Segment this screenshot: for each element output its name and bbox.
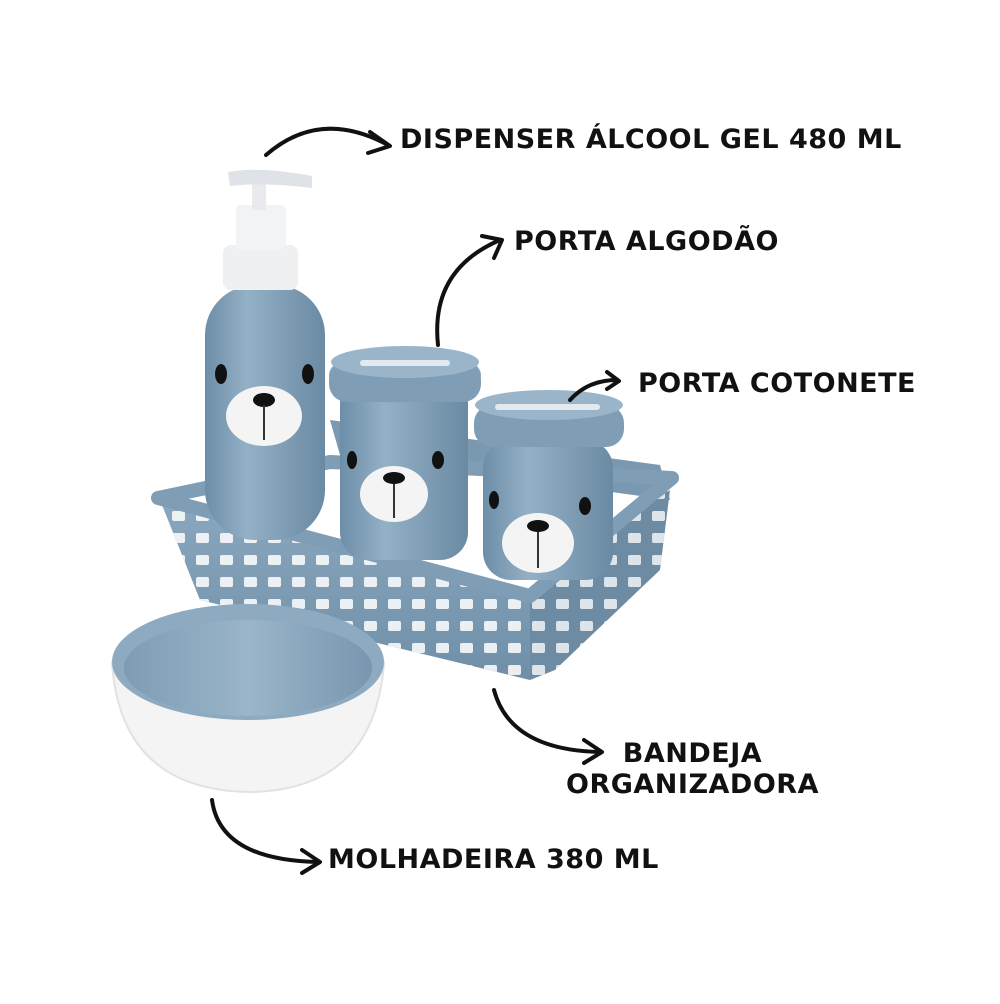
bear-face-icon: [489, 491, 591, 573]
arrow-icon: [264, 126, 392, 157]
label-bandeja-line1: BANDEJA: [622, 738, 763, 769]
label-bandeja-line2: ORGANIZADORA: [566, 769, 819, 801]
water-bowl: [110, 604, 386, 794]
arrow-icon: [492, 688, 604, 765]
bear-face-icon: [347, 451, 444, 522]
arrow-icon: [568, 370, 621, 402]
arrow-icon: [210, 798, 322, 875]
label-porta-algodao: PORTA ALGODÃO: [514, 226, 779, 257]
label-dispenser: DISPENSER ÁLCOOL GEL 480 ML: [400, 124, 902, 155]
label-porta-cotonete: PORTA COTONETE: [638, 368, 916, 399]
cotton-swab-holder-jar: [474, 390, 624, 580]
gel-dispenser-bottle: [205, 169, 325, 540]
bear-face-icon: [215, 364, 314, 446]
cotton-holder-jar: [329, 346, 481, 560]
label-molhadeira: MOLHADEIRA 380 ML: [328, 844, 659, 875]
label-bandeja-organizadora: BANDEJA ORGANIZADORA: [566, 738, 819, 800]
arrow-icon: [435, 234, 504, 347]
